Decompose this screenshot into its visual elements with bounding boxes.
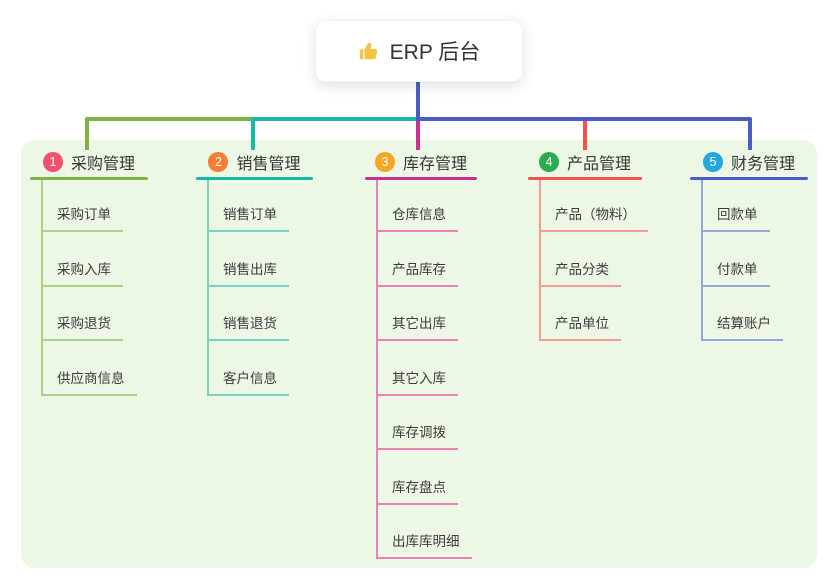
child-node[interactable]: 供应商信息 bbox=[41, 368, 137, 396]
child-node[interactable]: 采购退货 bbox=[41, 313, 123, 341]
branch-underline bbox=[196, 177, 313, 180]
child-node[interactable]: 库存调拨 bbox=[376, 422, 458, 450]
child-node[interactable]: 客户信息 bbox=[207, 368, 289, 396]
child-node[interactable]: 销售出库 bbox=[207, 259, 289, 287]
child-node[interactable]: 付款单 bbox=[701, 259, 770, 287]
children-connector-line bbox=[376, 180, 378, 559]
branch-number-badge: 1 bbox=[42, 152, 63, 172]
child-node[interactable]: 库存盘点 bbox=[376, 477, 458, 505]
branch-title-label: 采购管理 bbox=[70, 156, 135, 173]
children-connector-line bbox=[207, 180, 209, 396]
root-node-label: ERP 后台 bbox=[389, 41, 481, 64]
child-node[interactable]: 产品（物料） bbox=[539, 204, 648, 232]
branches-panel bbox=[21, 140, 817, 568]
child-node[interactable]: 产品分类 bbox=[539, 259, 621, 287]
child-node[interactable]: 仓库信息 bbox=[376, 204, 458, 232]
branch-number-badge: 5 bbox=[702, 152, 723, 172]
child-node[interactable]: 出库库明细 bbox=[376, 531, 472, 559]
branch-number-badge: 3 bbox=[374, 152, 395, 172]
branch-title-node[interactable]: 5 财务管理 bbox=[690, 149, 808, 175]
child-node[interactable]: 其它出库 bbox=[376, 313, 458, 341]
branch-number-badge: 2 bbox=[208, 152, 229, 172]
child-node[interactable]: 销售订单 bbox=[207, 204, 289, 232]
branch-title-label: 产品管理 bbox=[566, 156, 631, 173]
child-node[interactable]: 结算账户 bbox=[701, 313, 783, 341]
child-node[interactable]: 回款单 bbox=[701, 204, 770, 232]
branch-title-label: 财务管理 bbox=[730, 156, 795, 173]
child-node[interactable]: 采购入库 bbox=[41, 259, 123, 287]
children-connector-line bbox=[539, 180, 541, 341]
child-node[interactable]: 其它入库 bbox=[376, 368, 458, 396]
branch-underline bbox=[30, 177, 148, 180]
child-node[interactable]: 采购订单 bbox=[41, 204, 123, 232]
children-connector-line bbox=[41, 180, 43, 396]
child-node[interactable]: 产品单位 bbox=[539, 313, 621, 341]
branch-title-node[interactable]: 4 产品管理 bbox=[528, 149, 642, 175]
branch-underline bbox=[365, 177, 477, 180]
branch-underline bbox=[690, 177, 808, 180]
branch-title-node[interactable]: 1 采购管理 bbox=[30, 149, 148, 175]
child-node[interactable]: 产品库存 bbox=[376, 259, 458, 287]
branch-number-badge: 4 bbox=[538, 152, 559, 172]
thumbs-up-icon bbox=[358, 40, 380, 62]
branch-title-label: 销售管理 bbox=[236, 156, 301, 173]
branch-underline bbox=[528, 177, 642, 180]
child-node[interactable]: 销售退货 bbox=[207, 313, 289, 341]
root-node[interactable]: ERP 后台 bbox=[315, 20, 523, 82]
branch-title-node[interactable]: 2 销售管理 bbox=[196, 149, 313, 175]
branch-title-node[interactable]: 3 库存管理 bbox=[365, 149, 477, 175]
children-connector-line bbox=[701, 180, 703, 341]
branch-title-label: 库存管理 bbox=[402, 156, 467, 173]
